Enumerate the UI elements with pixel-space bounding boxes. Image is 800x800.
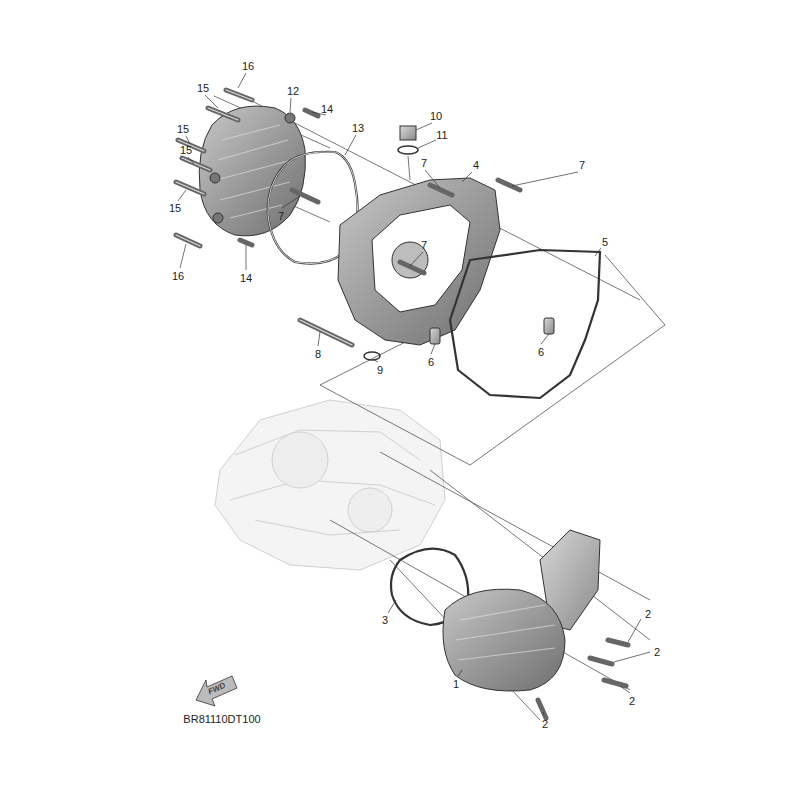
oil-plug (400, 126, 416, 140)
clutch-cover (199, 106, 305, 236)
callout-number: 1 (453, 679, 459, 690)
crankcase-cover (338, 178, 500, 345)
leader-lines (178, 73, 650, 715)
callout-number: 7 (579, 160, 585, 171)
bolts (176, 90, 628, 718)
callout-number: 15 (177, 124, 189, 135)
callout-number: 16 (242, 61, 254, 72)
dowel-pin (544, 318, 554, 334)
callout-number: 15 (197, 83, 209, 94)
callout-number: 5 (602, 237, 608, 248)
callout-number: 6 (428, 357, 434, 368)
callout-number: 9 (377, 365, 383, 376)
assembly-line (408, 156, 410, 180)
callout-number: 7 (278, 211, 284, 222)
callout-number: 2 (654, 647, 660, 658)
dowel-pin (430, 328, 440, 344)
callout-number: 15 (180, 145, 192, 156)
callout-number: 7 (421, 240, 427, 251)
callout-number: 2 (629, 696, 635, 707)
callout-number: 6 (538, 347, 544, 358)
assembly-lines (190, 96, 665, 720)
callout-number: 16 (172, 271, 184, 282)
callout-number: 11 (436, 130, 447, 141)
crankcase-gasket (450, 250, 600, 398)
callout-number: 7 (421, 158, 427, 169)
callout-number: 15 (169, 203, 181, 214)
callout-number: 2 (542, 719, 548, 730)
callout-number: 8 (315, 349, 321, 360)
callout-number: 14 (321, 104, 333, 115)
callout-number: 12 (287, 86, 299, 97)
stator-cover (443, 530, 600, 691)
o-ring (398, 146, 418, 154)
callout-number: 10 (430, 111, 442, 122)
callout-number: 13 (352, 123, 364, 134)
callout-number: 2 (645, 609, 651, 620)
callout-number: 4 (473, 160, 479, 171)
washer (364, 352, 380, 360)
callout-number: 14 (240, 273, 252, 284)
crankcase-ghost (215, 400, 445, 570)
callout-number: 3 (382, 615, 388, 626)
forward-arrow (196, 676, 237, 706)
figure-code: BR81110DT100 (183, 714, 260, 725)
